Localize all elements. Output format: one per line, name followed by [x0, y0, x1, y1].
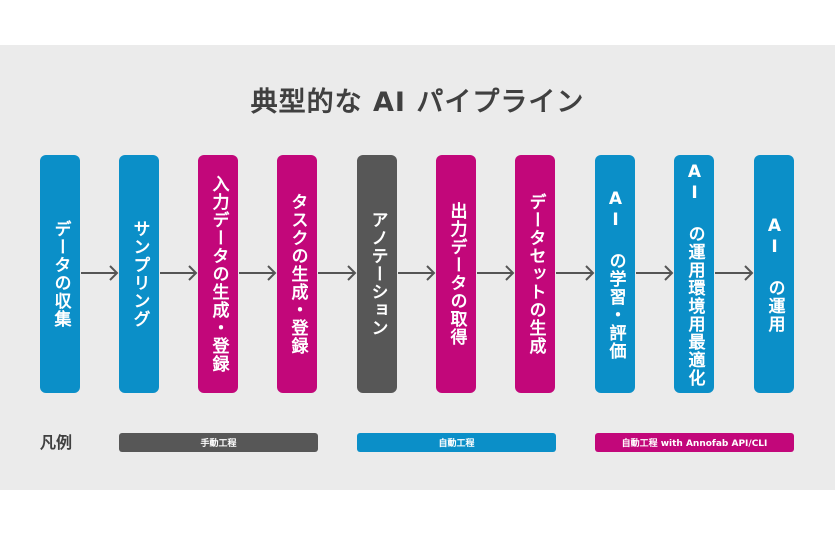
step-data-collection: データの収集 — [40, 155, 80, 393]
step-task-registration: タスクの生成・登録 — [277, 155, 317, 393]
step-label: AI の運用 — [764, 215, 785, 333]
step-label: データセットの生成 — [525, 193, 546, 355]
diagram-title: 典型的な AI パイプライン — [250, 87, 585, 118]
legend-auto: 自動工程 — [357, 433, 556, 452]
step-label: 入力データの生成・登録 — [208, 175, 229, 373]
legend-api: 自動工程 with Annofab API/CLI — [595, 433, 794, 452]
arrow-icon — [160, 265, 198, 281]
arrow-icon — [636, 265, 674, 281]
step-output-data-retrieval: 出力データの取得 — [436, 155, 476, 393]
step-label: 出力データの取得 — [446, 202, 467, 346]
step-annotation: アノテーション — [357, 155, 397, 393]
step-dataset-generation: データセットの生成 — [515, 155, 555, 393]
arrow-icon — [556, 265, 595, 281]
step-label: データの収集 — [50, 220, 71, 328]
step-ai-optimization: AI の運用環境用最適化 — [674, 155, 714, 393]
arrow-icon — [239, 265, 277, 281]
arrow-icon — [715, 265, 754, 281]
legend-manual: 手動工程 — [119, 433, 318, 452]
step-label: AI の学習・評価 — [605, 188, 626, 360]
step-sampling: サンプリング — [119, 155, 159, 393]
step-input-data-registration: 入力データの生成・登録 — [198, 155, 238, 393]
step-ai-training: AI の学習・評価 — [595, 155, 635, 393]
arrow-icon — [318, 265, 357, 281]
step-label: AI の運用環境用最適化 — [684, 161, 705, 387]
step-label: アノテーション — [367, 211, 388, 337]
legend-title: 凡例 — [40, 433, 73, 452]
step-label: タスクの生成・登録 — [287, 193, 308, 355]
arrow-icon — [477, 265, 515, 281]
arrow-icon — [81, 265, 119, 281]
arrow-icon — [398, 265, 436, 281]
step-label: サンプリング — [129, 220, 150, 328]
step-ai-operation: AI の運用 — [754, 155, 794, 393]
